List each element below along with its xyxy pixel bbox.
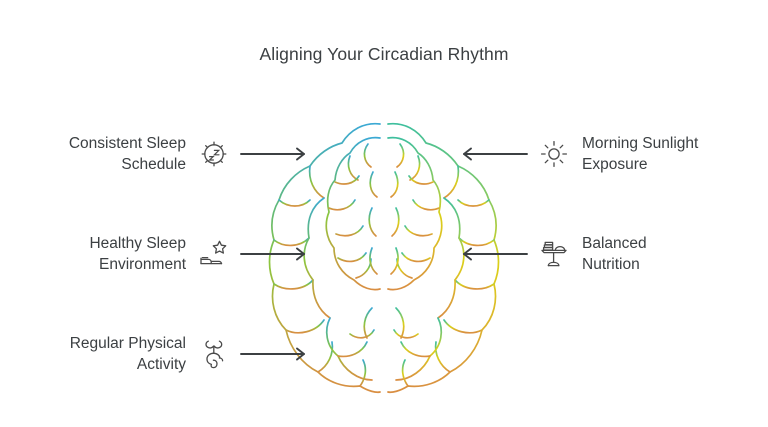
bed-star-icon: [199, 238, 229, 270]
item-consistent-sleep-schedule: Consistent Sleep Schedule: [18, 124, 312, 184]
brain-right-hemisphere: [387, 122, 500, 394]
brain-illustration: [268, 108, 500, 396]
page-title: Aligning Your Circadian Rhythm: [259, 44, 509, 64]
arrow-right-regular-physical-activity: [240, 346, 312, 362]
item-label-morning-sunlight-exposure: Morning Sunlight Exposure: [582, 135, 699, 173]
item-label-balanced-nutrition: Balanced Nutrition: [582, 235, 647, 273]
item-healthy-sleep-environment: Healthy Sleep Environment: [18, 224, 312, 284]
arrow-right-healthy-sleep-environment: [240, 246, 312, 262]
arrow-left-balanced-nutrition: [456, 246, 528, 262]
item-label-consistent-sleep-schedule: Consistent Sleep Schedule: [68, 135, 186, 173]
exercise-figure-icon: [199, 338, 229, 370]
brain-left-hemisphere: [268, 122, 381, 394]
item-regular-physical-activity: Regular Physical Activity: [18, 324, 312, 384]
sleep-clock-icon: [199, 138, 229, 170]
food-table-icon: [539, 238, 569, 270]
item-morning-sunlight-exposure: Morning Sunlight Exposure: [456, 124, 750, 184]
arrow-left-morning-sunlight-exposure: [456, 146, 528, 162]
arrow-right-consistent-sleep-schedule: [240, 146, 312, 162]
item-label-healthy-sleep-environment: Healthy Sleep Environment: [89, 235, 186, 273]
item-label-regular-physical-activity: Regular Physical Activity: [69, 335, 186, 373]
sun-icon: [539, 138, 569, 170]
item-balanced-nutrition: Balanced Nutrition: [456, 224, 750, 284]
